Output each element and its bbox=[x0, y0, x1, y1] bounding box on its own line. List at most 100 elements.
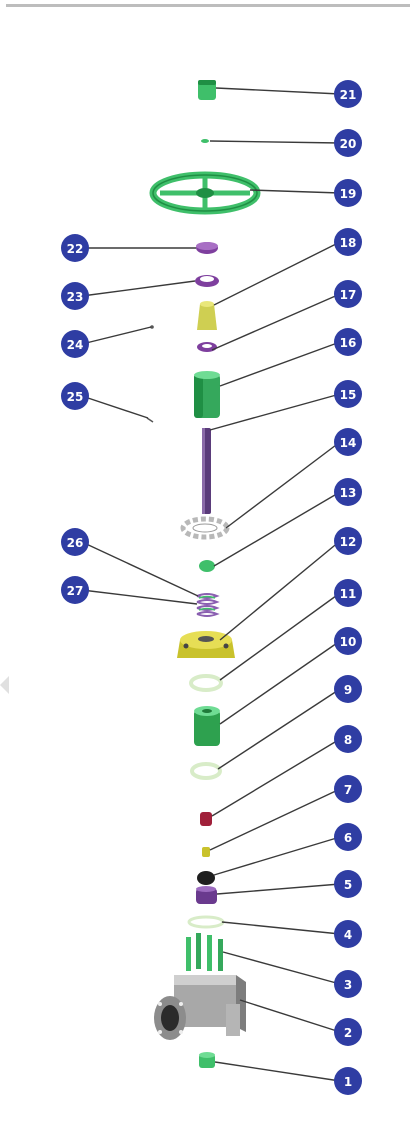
callout-27: 27 bbox=[61, 576, 89, 604]
part-12-bonnet bbox=[177, 631, 235, 658]
callout-21-label: 21 bbox=[340, 88, 357, 102]
callout-badges: 21 20 19 22 18 23 17 24 16 25 15 14 13 2… bbox=[61, 80, 362, 1095]
leader-17 bbox=[211, 293, 341, 351]
part-13-nut bbox=[199, 560, 215, 572]
part-10-seat bbox=[194, 706, 220, 746]
callout-8: 8 bbox=[334, 725, 362, 753]
part-6-ball bbox=[197, 871, 215, 885]
callout-27-label: 27 bbox=[67, 584, 84, 598]
part-11-seal-ring bbox=[189, 674, 223, 692]
callout-10-label: 10 bbox=[340, 635, 357, 649]
left-edge-arrow-icon bbox=[0, 676, 9, 694]
leader-9 bbox=[217, 688, 341, 770]
part-14-gland-ring bbox=[180, 516, 230, 540]
callout-2-label: 2 bbox=[344, 1026, 352, 1040]
callout-10: 10 bbox=[334, 627, 362, 655]
callout-22: 22 bbox=[61, 234, 89, 262]
leader-21 bbox=[215, 87, 341, 95]
callout-21: 21 bbox=[334, 80, 362, 108]
leader-12 bbox=[219, 540, 341, 641]
callout-13-label: 13 bbox=[340, 486, 357, 500]
callout-11-label: 11 bbox=[340, 587, 357, 601]
leader-20 bbox=[209, 140, 341, 144]
callout-2: 2 bbox=[334, 1018, 362, 1046]
leader-3 bbox=[222, 951, 341, 985]
callout-7-label: 7 bbox=[344, 783, 352, 797]
leader-15 bbox=[209, 393, 341, 431]
leader-1 bbox=[214, 1061, 341, 1082]
callout-4-label: 4 bbox=[344, 928, 352, 942]
part-3-studs bbox=[186, 933, 223, 971]
callout-14: 14 bbox=[334, 428, 362, 456]
leader-11 bbox=[219, 592, 341, 681]
callout-1: 1 bbox=[334, 1067, 362, 1095]
callout-3-label: 3 bbox=[344, 978, 352, 992]
part-5-nut bbox=[196, 886, 217, 904]
leader-23 bbox=[81, 280, 196, 297]
leader-5 bbox=[216, 883, 341, 895]
callout-26-label: 26 bbox=[67, 536, 84, 550]
leader-2 bbox=[239, 999, 341, 1033]
callout-3: 3 bbox=[334, 970, 362, 998]
callout-20: 20 bbox=[334, 129, 362, 157]
callout-24: 24 bbox=[61, 330, 89, 358]
part-8-plug bbox=[200, 812, 212, 826]
callout-6-label: 6 bbox=[344, 831, 352, 845]
callout-13: 13 bbox=[334, 478, 362, 506]
leader-4 bbox=[221, 921, 341, 935]
leader-26 bbox=[81, 541, 199, 597]
callout-24-label: 24 bbox=[67, 338, 84, 352]
callout-12: 12 bbox=[334, 527, 362, 555]
callout-23: 23 bbox=[61, 282, 89, 310]
callout-8-label: 8 bbox=[344, 733, 352, 747]
callout-18-label: 18 bbox=[340, 236, 357, 250]
part-21-cap-nut bbox=[198, 80, 216, 100]
callout-16: 16 bbox=[334, 328, 362, 356]
leader-14 bbox=[225, 441, 341, 529]
part-4-gasket bbox=[187, 915, 225, 929]
callout-9-label: 9 bbox=[344, 683, 352, 697]
leader-10 bbox=[219, 640, 341, 725]
callout-19-label: 19 bbox=[340, 187, 357, 201]
leader-27 bbox=[81, 589, 198, 605]
callout-20-label: 20 bbox=[340, 137, 357, 151]
part-9-seal-ring bbox=[190, 762, 222, 780]
callout-18: 18 bbox=[334, 228, 362, 256]
top-border-line bbox=[6, 4, 410, 7]
callout-9: 9 bbox=[334, 675, 362, 703]
part-17-ring bbox=[197, 342, 217, 352]
callout-25: 25 bbox=[61, 382, 89, 410]
leader-25 bbox=[81, 395, 149, 419]
leader-19 bbox=[249, 189, 341, 194]
callout-16-label: 16 bbox=[340, 336, 357, 350]
leader-7 bbox=[209, 788, 341, 851]
part-2-valve-body bbox=[154, 975, 246, 1040]
part-16-yoke-nut bbox=[194, 371, 220, 418]
part-20-pin bbox=[201, 139, 209, 143]
leader-16 bbox=[219, 341, 341, 387]
part-1-fitting bbox=[199, 1052, 215, 1068]
callout-1-label: 1 bbox=[344, 1075, 352, 1089]
callout-6: 6 bbox=[334, 823, 362, 851]
leader-lines bbox=[81, 87, 341, 1082]
part-25-key bbox=[146, 417, 154, 423]
leader-13 bbox=[213, 491, 341, 567]
leader-8 bbox=[211, 738, 341, 817]
part-24-pin bbox=[150, 325, 154, 329]
leader-24 bbox=[81, 326, 152, 345]
part-18-bushing bbox=[197, 301, 217, 330]
leader-6 bbox=[213, 836, 341, 876]
callout-15-label: 15 bbox=[340, 388, 357, 402]
callout-19: 19 bbox=[334, 179, 362, 207]
callout-15: 15 bbox=[334, 380, 362, 408]
callout-26: 26 bbox=[61, 528, 89, 556]
callout-25-label: 25 bbox=[67, 390, 84, 404]
parts-group bbox=[146, 80, 261, 1068]
callout-12-label: 12 bbox=[340, 535, 357, 549]
part-19-handwheel bbox=[149, 171, 261, 215]
callout-5: 5 bbox=[334, 870, 362, 898]
callout-14-label: 14 bbox=[340, 436, 357, 450]
callout-17-label: 17 bbox=[340, 288, 357, 302]
callout-7: 7 bbox=[334, 775, 362, 803]
